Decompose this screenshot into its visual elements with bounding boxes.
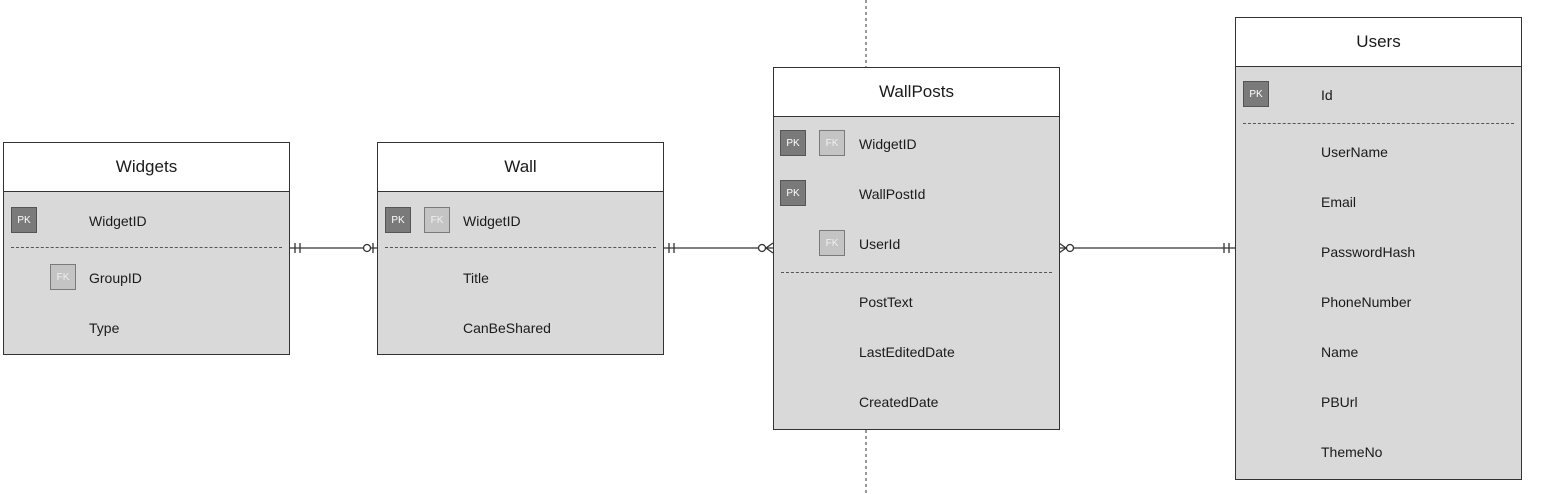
field-name: WidgetID [859, 136, 917, 152]
field-row: CanBeShared [378, 314, 663, 342]
field-name: Id [1321, 87, 1333, 103]
field-name: Email [1321, 194, 1357, 210]
entity-title: Users [1236, 18, 1521, 67]
foreign-key-badge: FK [819, 130, 845, 156]
primary-key-badge: PK [780, 180, 806, 206]
foreign-key-badge: FK [50, 264, 76, 290]
field-row: Type [4, 314, 289, 342]
field-name: UserId [859, 236, 901, 252]
field-row: Name [1236, 338, 1521, 366]
field-row: PostText [774, 288, 1059, 316]
field-name: LastEditedDate [859, 344, 955, 360]
relationship-widgets-wall [289, 243, 377, 253]
foreign-key-badge: FK [424, 207, 450, 233]
field-row: Email [1236, 188, 1521, 216]
entity-widgets[interactable]: Widgets PK WidgetID FK GroupID Type [3, 142, 290, 355]
entity-title: Widgets [4, 143, 289, 192]
primary-key-badge: PK [1243, 81, 1269, 107]
field-name: Name [1321, 344, 1359, 360]
field-name: WidgetID [89, 213, 147, 229]
relationship-wall-wallposts [663, 242, 774, 254]
field-row: PK FK WidgetID [378, 207, 663, 235]
field-name: WallPostId [859, 186, 926, 202]
entity-users[interactable]: Users PK Id UserName Email PasswordHash … [1235, 17, 1522, 480]
primary-key-badge: PK [385, 207, 411, 233]
entity-title: WallPosts [774, 68, 1059, 117]
field-row: PK FK WidgetID [774, 130, 1059, 158]
field-name: Type [89, 320, 120, 336]
primary-key-badge: PK [780, 130, 806, 156]
field-row: PK WallPostId [774, 180, 1059, 208]
field-name: UserName [1321, 144, 1388, 160]
field-row: LastEditedDate [774, 338, 1059, 366]
field-name: CanBeShared [463, 320, 551, 336]
relationship-wallposts-users [1058, 242, 1235, 254]
field-name: ThemeNo [1321, 444, 1383, 460]
field-name: PostText [859, 294, 913, 310]
key-separator [1243, 123, 1514, 124]
field-row: FK GroupID [4, 264, 289, 292]
foreign-key-badge: FK [819, 230, 845, 256]
key-separator [11, 247, 282, 248]
key-separator [385, 247, 656, 248]
field-row: PBUrl [1236, 388, 1521, 416]
entity-wallposts[interactable]: WallPosts PK FK WidgetID PK WallPostId F… [773, 67, 1060, 430]
field-row: PK WidgetID [4, 207, 289, 235]
field-name: Title [463, 270, 489, 286]
field-row: Title [378, 264, 663, 292]
primary-key-badge: PK [11, 207, 37, 233]
field-row: PK Id [1236, 81, 1521, 109]
field-row: CreatedDate [774, 388, 1059, 416]
field-row: PhoneNumber [1236, 288, 1521, 316]
field-name: WidgetID [463, 213, 521, 229]
key-separator [781, 272, 1052, 273]
field-name: PasswordHash [1321, 244, 1416, 260]
field-row: PasswordHash [1236, 238, 1521, 266]
field-name: GroupID [89, 270, 142, 286]
field-row: ThemeNo [1236, 438, 1521, 466]
field-row: FK UserId [774, 230, 1059, 258]
entity-title: Wall [378, 143, 663, 192]
field-name: PhoneNumber [1321, 294, 1412, 310]
field-row: UserName [1236, 138, 1521, 166]
entity-wall[interactable]: Wall PK FK WidgetID Title CanBeShared [377, 142, 664, 355]
field-name: CreatedDate [859, 394, 939, 410]
field-name: PBUrl [1321, 394, 1358, 410]
